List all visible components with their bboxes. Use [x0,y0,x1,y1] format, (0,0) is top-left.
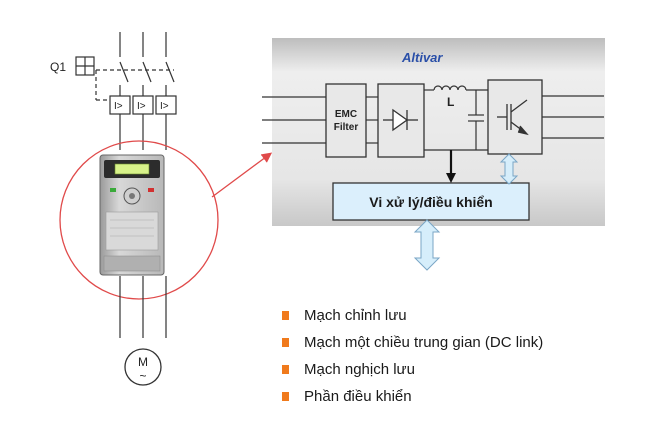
communication-arrow [413,219,441,271]
relay-2 [132,95,154,115]
list-item: Phần điều khiển [282,387,543,414]
relay-3-label: I> [160,101,169,112]
inverter-block [487,79,543,155]
motor-label: M [138,355,148,369]
breaker-label: Q1 [50,60,66,74]
list-item: Mạch một chiều trung gian (DC link) [282,333,543,360]
motor [124,348,162,386]
output-lines [542,95,604,139]
list-item: Mạch nghịch lưu [282,360,543,387]
list-item: Mạch chỉnh lưu [282,306,543,333]
diode-icon [383,108,418,132]
bullet-square-icon [282,338,289,347]
list-item-text: Mạch chỉnh lưu [304,307,407,324]
inductor-label: L [447,95,454,109]
controller-label: Vi xử lý/điều khiển [369,194,492,210]
emc-label-line2: Filter [334,122,359,133]
relay-3 [155,95,177,115]
dc-bus [424,85,488,151]
relay-1-label: I> [114,101,123,112]
list-item-text: Phần điều khiển [304,388,412,405]
highlight-circle [59,140,219,300]
emc-filter-block [325,83,367,158]
overcurrent-relays: I> I> I> [109,95,177,115]
input-lines [262,96,378,144]
controller-block [332,182,530,221]
bullet-square-icon [282,311,289,320]
list-item-text: Mạch nghịch lưu [304,361,415,378]
bullet-square-icon [282,392,289,401]
motor-sub-label: ~ [139,369,146,383]
emc-label-line1: EMC [335,109,357,120]
panel-title: Altivar [401,50,443,65]
component-list: Mạch chỉnh lưu Mạch một chiều trung gian… [282,306,543,414]
drive-unit [99,154,165,276]
measurement-arrow [446,150,456,183]
list-item-text: Mạch một chiều trung gian (DC link) [304,334,544,351]
breaker-symbol [75,56,95,76]
relay-2-label: I> [137,101,146,112]
motor-lines [119,276,167,338]
igbt-icon [497,99,529,136]
supply-lines [95,32,175,150]
bullet-square-icon [282,365,289,374]
zoom-pointer [211,152,273,198]
inverter-control-arrow [499,153,519,185]
relay-1 [109,95,131,115]
